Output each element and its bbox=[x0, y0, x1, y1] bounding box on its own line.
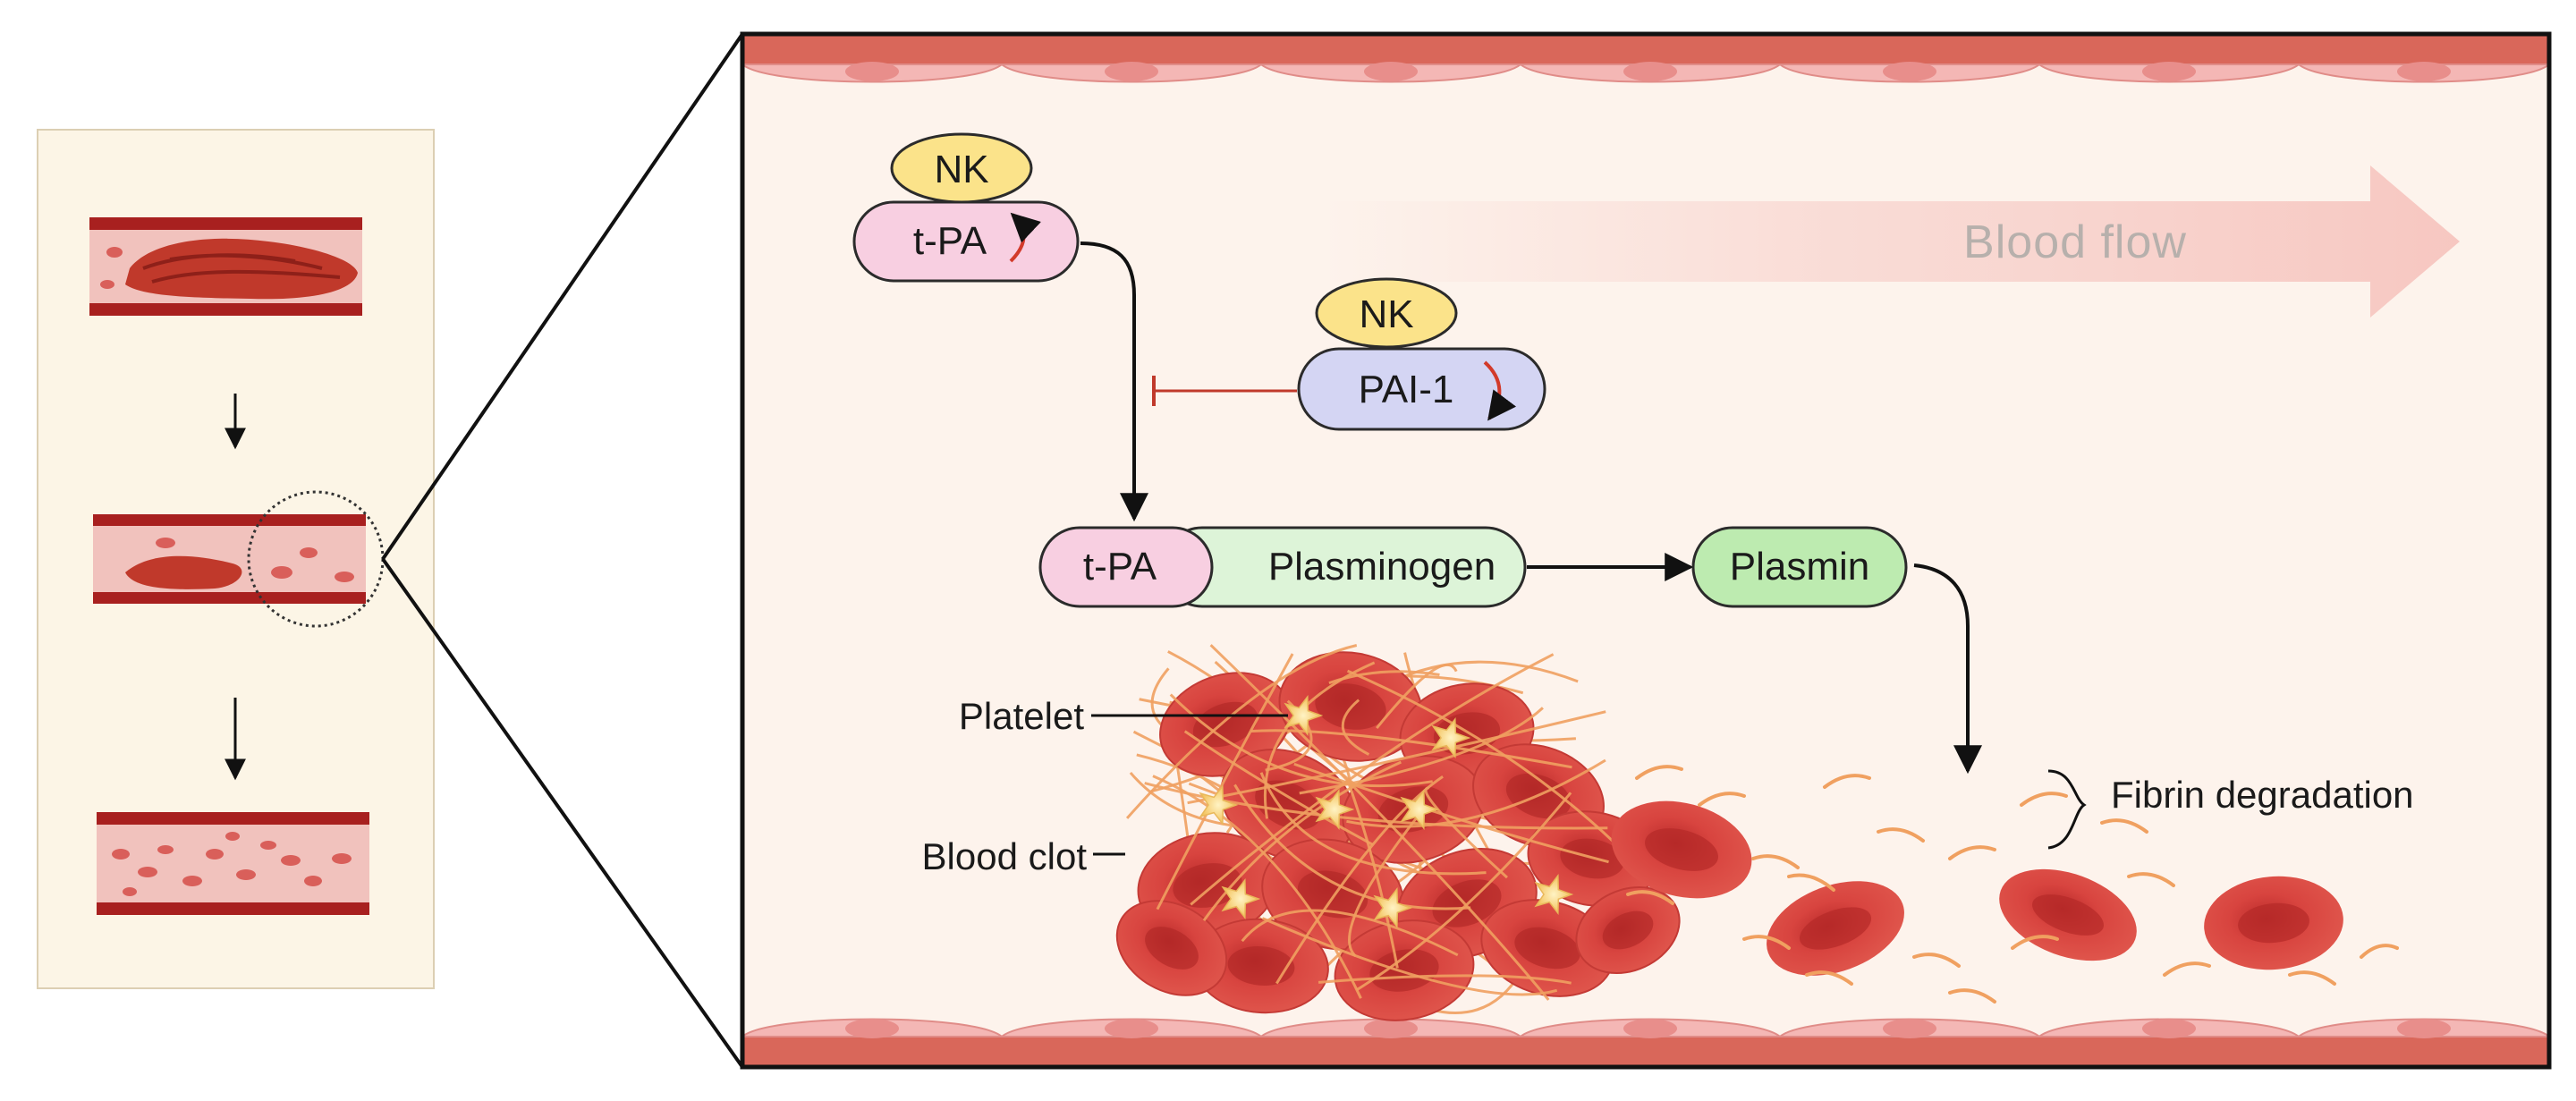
platelet bbox=[1431, 717, 1471, 758]
fibrin-fragments bbox=[1626, 765, 2399, 1004]
blood-flow-label: Blood flow bbox=[1963, 216, 2187, 268]
fibrin-degradation-label: Fibrin degradation bbox=[2111, 774, 2414, 816]
pai1-label: PAI-1 bbox=[1359, 368, 1454, 411]
platelet bbox=[1373, 887, 1413, 928]
red-blood-cell bbox=[2204, 876, 2343, 970]
detail-panel-border bbox=[740, 31, 2552, 1070]
platelet bbox=[1400, 789, 1440, 830]
nk-top-label: NK bbox=[934, 148, 988, 191]
platelet bbox=[1221, 878, 1261, 919]
red-blood-cell bbox=[1767, 881, 1904, 976]
nk-node-top: NK bbox=[890, 132, 1033, 204]
vessel-clear bbox=[97, 812, 369, 915]
plasmin-label: Plasmin bbox=[1730, 545, 1870, 589]
platelet bbox=[1315, 789, 1355, 830]
tpa-complex-label: t-PA bbox=[1083, 545, 1157, 589]
red-blood-cell bbox=[1611, 800, 1752, 899]
platelet-callout: Platelet bbox=[959, 695, 1288, 737]
tpa-node-top: t-PA bbox=[852, 200, 1080, 283]
zoom-line-bottom bbox=[381, 557, 744, 1069]
increase-arrow-icon bbox=[1009, 212, 1041, 263]
pai1-node: PAI-1 bbox=[1297, 347, 1546, 431]
vessel-occluded bbox=[89, 217, 362, 316]
plasmin-to-fibrin-arrow bbox=[1913, 563, 1982, 775]
tpa-to-complex-arrow bbox=[1080, 241, 1148, 522]
blood-clot-callout: Blood clot bbox=[922, 835, 1125, 877]
plasmin-node: Plasmin bbox=[1691, 526, 1908, 608]
platelet bbox=[1284, 695, 1324, 736]
blood-flow-arrow: Blood flow bbox=[1324, 165, 2460, 318]
inhibition-line bbox=[1152, 376, 1297, 406]
platelet bbox=[1534, 874, 1574, 915]
platelet bbox=[1199, 784, 1239, 826]
tpa-complex-node: t-PA bbox=[1038, 526, 1214, 608]
plasminogen-node: Plasminogen bbox=[1161, 526, 1527, 608]
platelet-label: Platelet bbox=[959, 695, 1084, 737]
zoom-line-top bbox=[381, 32, 744, 561]
fibrin-degradation-callout: Fibrin degradation bbox=[2047, 769, 2414, 850]
blood-clot-label: Blood clot bbox=[922, 835, 1088, 877]
endothelial-nuclei bbox=[845, 62, 2451, 1038]
overview-panel bbox=[37, 129, 435, 989]
nk-node-mid: NK bbox=[1315, 277, 1458, 349]
free-red-blood-cells bbox=[1611, 800, 2343, 976]
fibrin-mesh-front bbox=[1125, 644, 1615, 1001]
tpa-top-label: t-PA bbox=[913, 219, 987, 263]
vessel-lysing bbox=[93, 490, 385, 628]
decrease-arrow-icon bbox=[1483, 360, 1517, 421]
red-blood-cell bbox=[1193, 918, 1329, 1014]
red-blood-cell bbox=[1115, 900, 1228, 996]
plasminogen-label: Plasminogen bbox=[1268, 545, 1496, 589]
detail-panel: Blood flow bbox=[740, 34, 2552, 1067]
nk-mid-label: NK bbox=[1359, 292, 1413, 336]
platelets bbox=[1199, 695, 1574, 928]
red-blood-cell bbox=[1575, 885, 1681, 975]
